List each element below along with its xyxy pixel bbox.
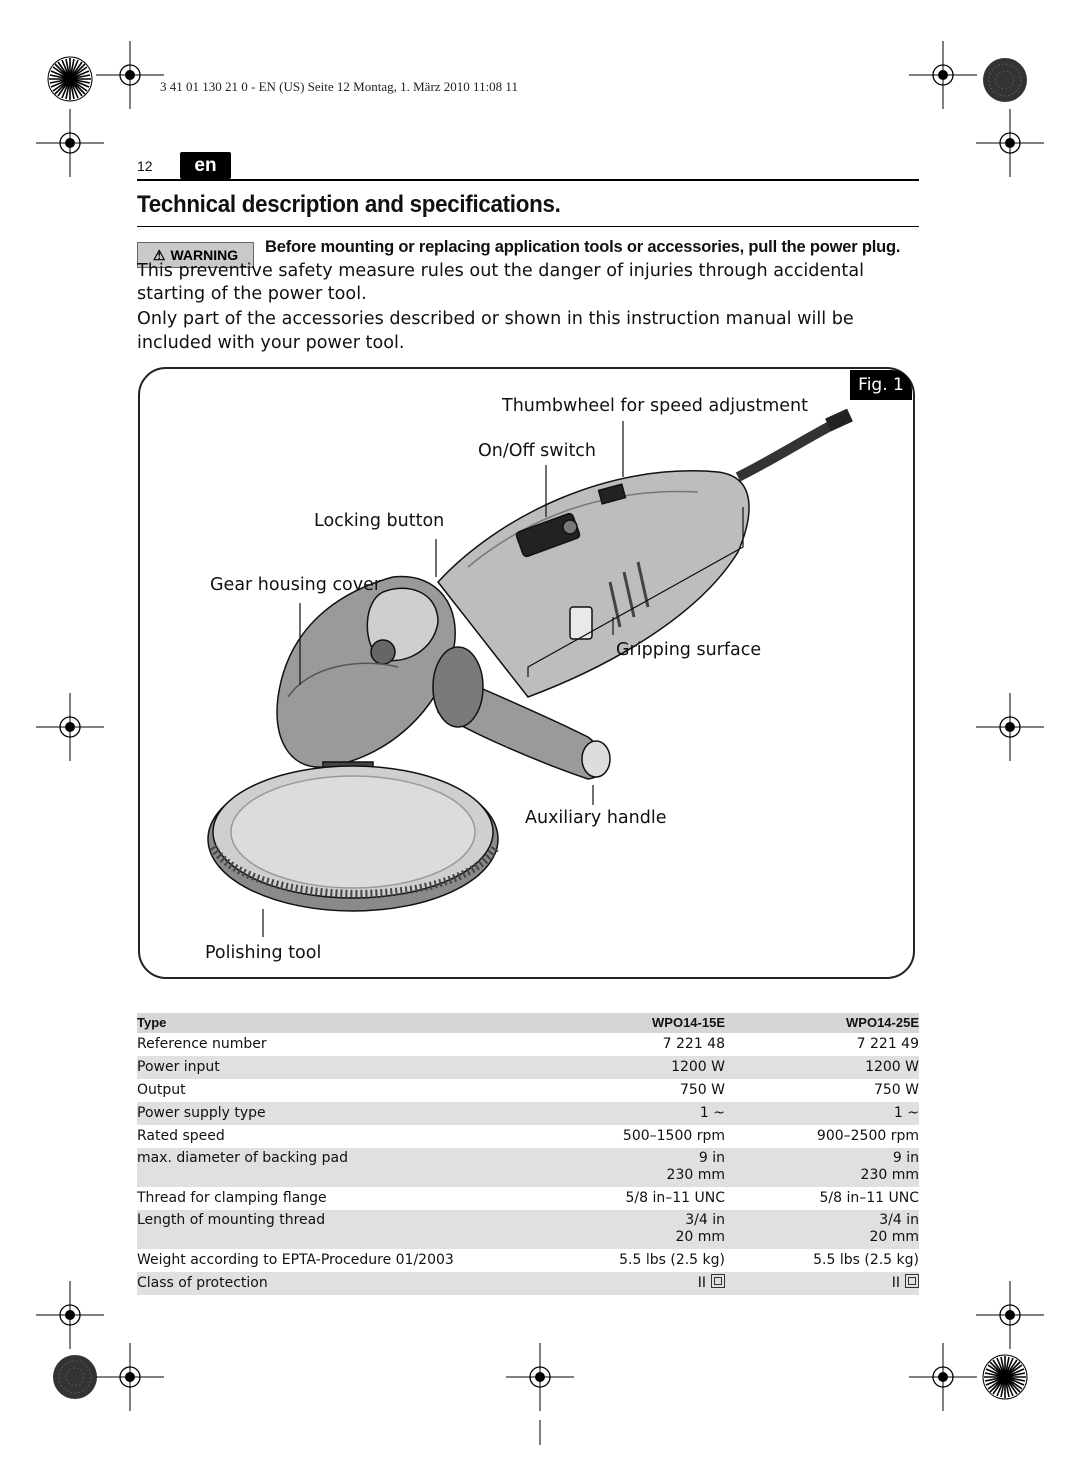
row-value-b: 5/8 in–11 UNC xyxy=(819,1190,919,1206)
callout-onoff-switch: On/Off switch xyxy=(478,441,597,461)
row-label: Weight according to EPTA-Procedure 01/20… xyxy=(137,1252,454,1268)
row-value-b: 1200 W xyxy=(725,1056,919,1079)
warning-paragraph: Before mounting or replacing application… xyxy=(137,236,919,307)
polisher-illustration xyxy=(207,408,853,937)
language-tab: en xyxy=(180,152,231,179)
callout-auxiliary-handle: Auxiliary handle xyxy=(525,808,667,828)
row-label: Power input xyxy=(137,1056,529,1079)
table-row: Power input 1200 W 1200 W xyxy=(137,1056,919,1079)
warning-triangle-icon: ⚠ xyxy=(152,246,166,263)
row-label: Output xyxy=(137,1082,186,1098)
double-insulation-icon xyxy=(905,1274,919,1288)
row-value-a: 500–1500 rpm xyxy=(622,1128,725,1144)
table-row: Class of protection II II xyxy=(137,1272,919,1295)
value-line: 9 in xyxy=(698,1150,725,1166)
value-line: 20 mm xyxy=(675,1229,725,1245)
value-line: 3/4 in xyxy=(685,1212,725,1228)
table-row: Rated speed 500–1500 rpm 900–2500 rpm xyxy=(137,1125,919,1148)
callout-gripping-surface: Gripping surface xyxy=(616,640,762,660)
header-type: Type xyxy=(137,1013,529,1033)
value-line: 9 in xyxy=(892,1150,919,1166)
callout-thumbwheel: Thumbwheel for speed adjustment xyxy=(502,396,808,416)
row-value-a: 5/8 in–11 UNC xyxy=(625,1190,725,1206)
value-line: 20 mm xyxy=(869,1229,919,1245)
row-value-b: II xyxy=(725,1272,919,1295)
table-row: Weight according to EPTA-Procedure 01/20… xyxy=(137,1249,919,1272)
page-title: Technical description and specifications… xyxy=(137,191,561,218)
header-rule xyxy=(137,179,919,181)
table-row: Thread for clamping flange 5/8 in–11 UNC… xyxy=(137,1187,919,1210)
warning-text: This preventive safety measure rules out… xyxy=(137,260,865,305)
figure-frame xyxy=(138,367,915,979)
row-label: Power supply type xyxy=(137,1102,529,1125)
row-label: Reference number xyxy=(137,1036,267,1052)
header-model-a: WPO14-15E xyxy=(529,1013,725,1033)
row-value-a: II xyxy=(529,1272,725,1295)
header-model-b: WPO14-25E xyxy=(725,1013,919,1033)
row-value-a: 750 W xyxy=(679,1082,725,1098)
specifications-table: Type WPO14-15E WPO14-25E Reference numbe… xyxy=(137,1013,919,1295)
value-line: 230 mm xyxy=(666,1167,725,1183)
double-insulation-icon xyxy=(711,1274,725,1288)
row-value-b: 5.5 lbs (2.5 kg) xyxy=(813,1252,919,1268)
value-line: 3/4 in xyxy=(879,1212,919,1228)
intro-paragraph: Only part of the accessories described o… xyxy=(137,309,854,353)
row-label: Thread for clamping flange xyxy=(137,1190,327,1206)
row-label: max. diameter of backing pad xyxy=(137,1148,529,1187)
warning-bold-text: Before mounting or replacing application… xyxy=(265,238,901,256)
table-header-row: Type WPO14-15E WPO14-25E xyxy=(137,1013,919,1033)
callout-gear-housing: Gear housing cover xyxy=(210,575,382,595)
table-row: Reference number 7 221 48 7 221 49 xyxy=(137,1033,919,1056)
row-value-b: 750 W xyxy=(873,1082,919,1098)
table-row: Output 750 W 750 W xyxy=(137,1079,919,1102)
row-value-b: 7 221 49 xyxy=(856,1036,919,1052)
row-value-a: 1 ~ xyxy=(529,1102,725,1125)
title-rule xyxy=(137,226,919,227)
protection-class-text: II xyxy=(697,1275,706,1291)
callout-locking-button: Locking button xyxy=(314,511,445,531)
row-value-a: 7 221 48 xyxy=(662,1036,725,1052)
row-value-a: 1200 W xyxy=(529,1056,725,1079)
value-line: 230 mm xyxy=(860,1167,919,1183)
table-row: Power supply type 1 ~ 1 ~ xyxy=(137,1102,919,1125)
row-value-b: 900–2500 rpm xyxy=(816,1128,919,1144)
print-slug: 3 41 01 130 21 0 - EN (US) Seite 12 Mont… xyxy=(160,79,518,94)
warning-badge-label: WARNING xyxy=(170,247,239,263)
protection-class-text: II xyxy=(891,1275,900,1291)
figure-label: Fig. 1 xyxy=(850,370,912,400)
row-value-a: 5.5 lbs (2.5 kg) xyxy=(619,1252,725,1268)
row-value-b: 1 ~ xyxy=(725,1102,919,1125)
row-label: Class of protection xyxy=(137,1272,529,1295)
row-label: Length of mounting thread xyxy=(137,1210,529,1249)
row-label: Rated speed xyxy=(137,1128,225,1144)
page-number: 12 xyxy=(137,158,153,174)
warning-badge: ⚠ WARNING xyxy=(137,242,254,268)
callout-polishing-tool: Polishing tool xyxy=(205,943,322,963)
